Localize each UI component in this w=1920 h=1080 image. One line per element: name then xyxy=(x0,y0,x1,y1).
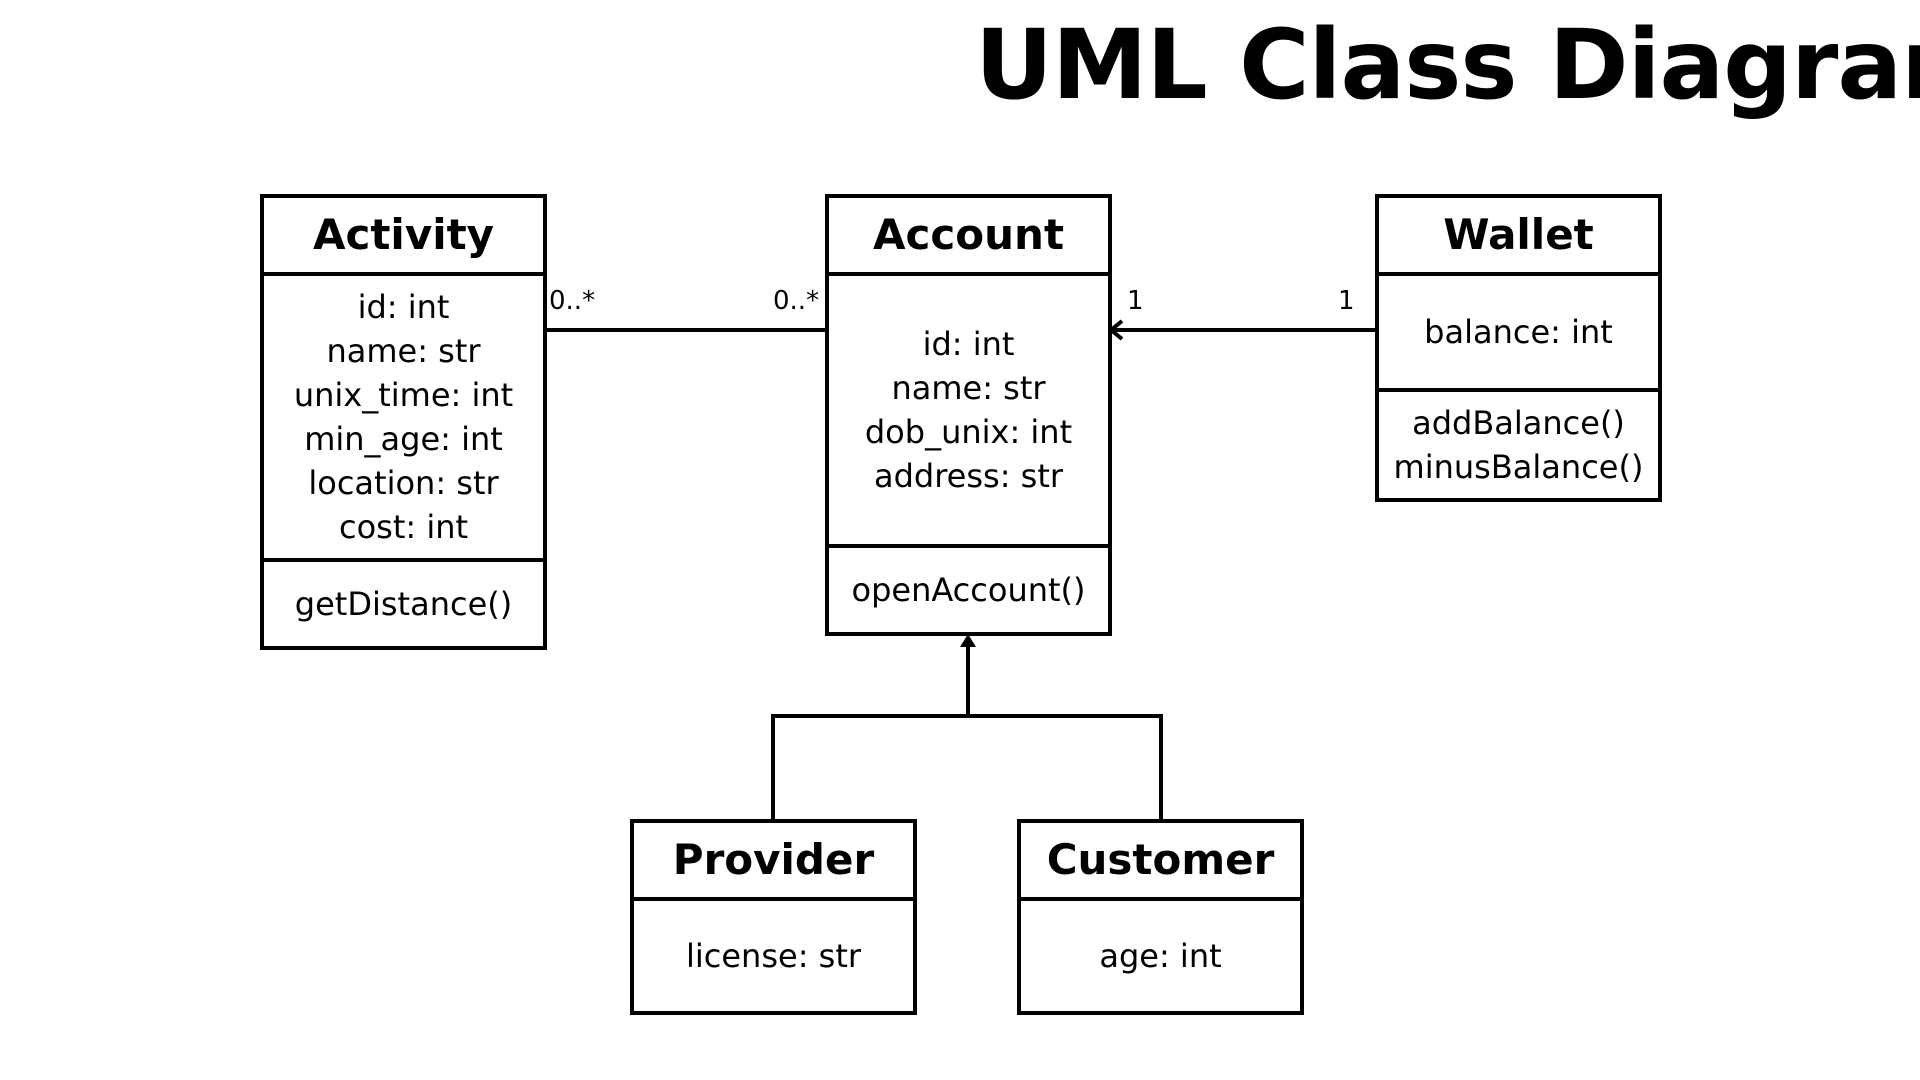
attributes-compartment-wallet: balance: int xyxy=(1379,276,1658,388)
methods-compartment-activity: getDistance() xyxy=(264,558,543,646)
inheritance-arrowhead xyxy=(960,634,976,647)
method-get-distance: getDistance() xyxy=(294,585,513,623)
class-name-activity: Activity xyxy=(264,198,543,276)
attribute-id: id: int xyxy=(357,288,450,326)
multiplicity-account-end-right: 1 xyxy=(1127,286,1144,316)
class-activity[interactable]: Activity id: int name: str unix_time: in… xyxy=(260,194,547,650)
multiplicity-wallet-end: 1 xyxy=(1338,286,1355,316)
methods-compartment-account: openAccount() xyxy=(829,544,1108,632)
attributes-compartment-provider: license: str xyxy=(634,901,913,1011)
attribute-dob-unix: dob_unix: int xyxy=(864,413,1073,451)
methods-compartment-wallet: addBalance() minusBalance() xyxy=(1379,388,1658,498)
class-name-customer: Customer xyxy=(1021,823,1300,901)
attribute-balance: balance: int xyxy=(1424,313,1613,351)
attribute-min-age: min_age: int xyxy=(304,420,503,458)
attributes-compartment-customer: age: int xyxy=(1021,901,1300,1011)
class-provider[interactable]: Provider license: str xyxy=(630,819,917,1015)
multiplicity-activity-end: 0..* xyxy=(549,286,596,316)
class-wallet[interactable]: Wallet balance: int addBalance() minusBa… xyxy=(1375,194,1662,502)
page-title: UML Class Diagram xyxy=(975,9,1920,121)
attribute-license: license: str xyxy=(685,937,862,975)
attribute-age: age: int xyxy=(1099,937,1222,975)
attribute-address: address: str xyxy=(873,457,1064,495)
class-name-account: Account xyxy=(829,198,1108,276)
class-name-wallet: Wallet xyxy=(1379,198,1658,276)
method-minus-balance: minusBalance() xyxy=(1393,448,1644,486)
attribute-name: name: str xyxy=(326,332,481,370)
method-add-balance: addBalance() xyxy=(1412,404,1625,442)
attributes-compartment-activity: id: int name: str unix_time: int min_age… xyxy=(264,276,543,558)
attribute-unix-time: unix_time: int xyxy=(293,376,514,414)
attribute-cost: cost: int xyxy=(338,508,469,546)
class-account[interactable]: Account id: int name: str dob_unix: int … xyxy=(825,194,1112,636)
attribute-location: location: str xyxy=(308,464,499,502)
method-open-account: openAccount() xyxy=(851,571,1086,609)
attribute-name: name: str xyxy=(891,369,1046,407)
class-customer[interactable]: Customer age: int xyxy=(1017,819,1304,1015)
multiplicity-account-end-left: 0..* xyxy=(773,286,820,316)
attributes-compartment-account: id: int name: str dob_unix: int address:… xyxy=(829,276,1108,544)
attribute-id: id: int xyxy=(922,325,1015,363)
class-name-provider: Provider xyxy=(634,823,913,901)
